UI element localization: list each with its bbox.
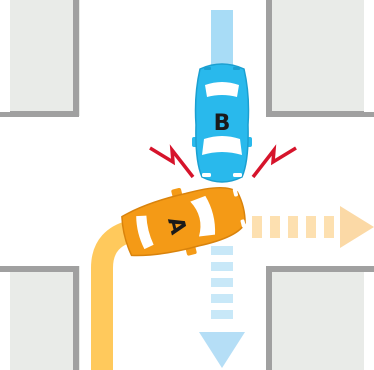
block-top-right (266, 0, 374, 117)
car-icon (121, 186, 246, 257)
car-b-label: B (214, 111, 231, 136)
car-b-direction-arrow (199, 246, 245, 368)
lightning-bolt-icon (149, 144, 195, 179)
car-b: B (192, 63, 252, 183)
car-a-direction-arrow (252, 206, 374, 248)
impact-marks (149, 144, 297, 179)
block-bottom-right (266, 266, 374, 370)
lightning-bolt-icon (251, 144, 297, 179)
car-a-label: A (162, 214, 190, 237)
block-top-left (0, 0, 80, 117)
arrow-icon (199, 332, 245, 368)
car-b-path (211, 10, 233, 70)
car-icon (192, 63, 252, 183)
arrow-icon (340, 206, 374, 248)
block-bottom-left (0, 266, 80, 370)
car-a: A (121, 186, 246, 257)
